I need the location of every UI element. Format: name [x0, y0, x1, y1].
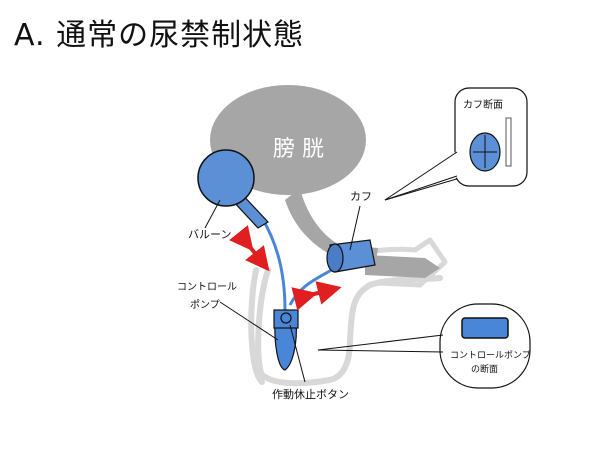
- control-pump: [273, 309, 299, 371]
- leader-lines: [204, 199, 361, 383]
- balloon-label: バルーン: [188, 228, 231, 241]
- urethra-outline: [248, 267, 443, 387]
- bladder-label: 膀 胱: [273, 137, 324, 162]
- deactivation-button-label: 作動休止ボタン: [272, 387, 349, 401]
- pump-section-label-1: コントロールポンプ: [450, 350, 531, 361]
- balloon: [197, 149, 269, 229]
- pump-section-label-2: の断面: [471, 363, 498, 375]
- urethra-tube: [365, 255, 440, 278]
- cuff-section-label: カフ断面: [463, 98, 503, 111]
- page-title: A. 通常の尿禁制状態: [14, 18, 305, 53]
- flow-arrow-cuff: [291, 281, 342, 311]
- control-pump-label-2: ポンプ: [190, 299, 220, 311]
- pump-section-callout: コントロールポンプ の断面: [317, 303, 531, 389]
- control-pump-label-1: コントロール: [177, 282, 237, 293]
- cuff: [326, 239, 376, 273]
- flow-arrow-balloon: [229, 225, 270, 272]
- cuff-label: カフ: [350, 190, 372, 203]
- cuff-section-callout: カフ断面: [384, 87, 528, 201]
- deactivation-button-icon: [280, 312, 292, 324]
- connecting-tubes: [260, 217, 336, 311]
